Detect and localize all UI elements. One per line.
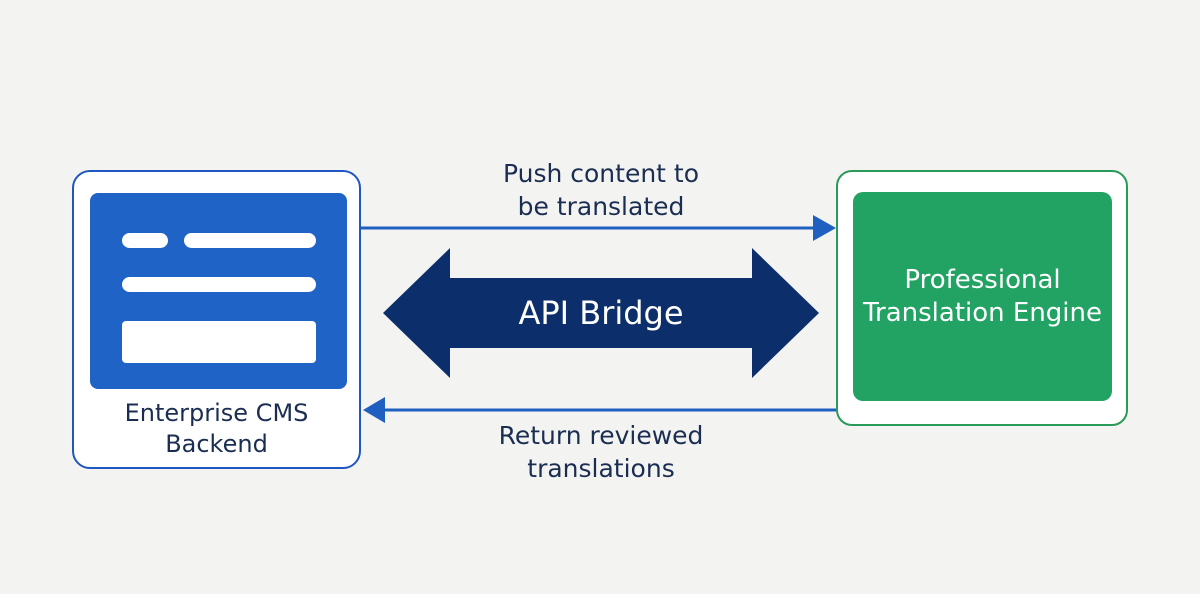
return-arrowhead [363, 397, 385, 423]
return-flow-label: Return reviewed translations [498, 421, 704, 483]
api-bridge-double-arrow [383, 248, 819, 378]
translation-engine-label: Professional Translation Engine [862, 264, 1103, 328]
push-flow-label: Push content to be translated [502, 159, 700, 221]
cms-node: Enterprise CMS Backend [72, 170, 361, 469]
cms-screen-icon [90, 193, 347, 389]
screen-bar-full [122, 277, 316, 292]
api-bridge-label: API Bridge [518, 294, 684, 332]
translation-engine-panel: Professional Translation Engine [853, 192, 1112, 401]
cms-node-label: Enterprise CMS Backend [124, 399, 309, 458]
screen-content-block [122, 321, 316, 363]
translation-engine-node: Professional Translation Engine [836, 170, 1128, 426]
push-arrowhead [813, 215, 836, 241]
screen-bar-short [122, 233, 168, 248]
screen-bar-long [184, 233, 316, 248]
